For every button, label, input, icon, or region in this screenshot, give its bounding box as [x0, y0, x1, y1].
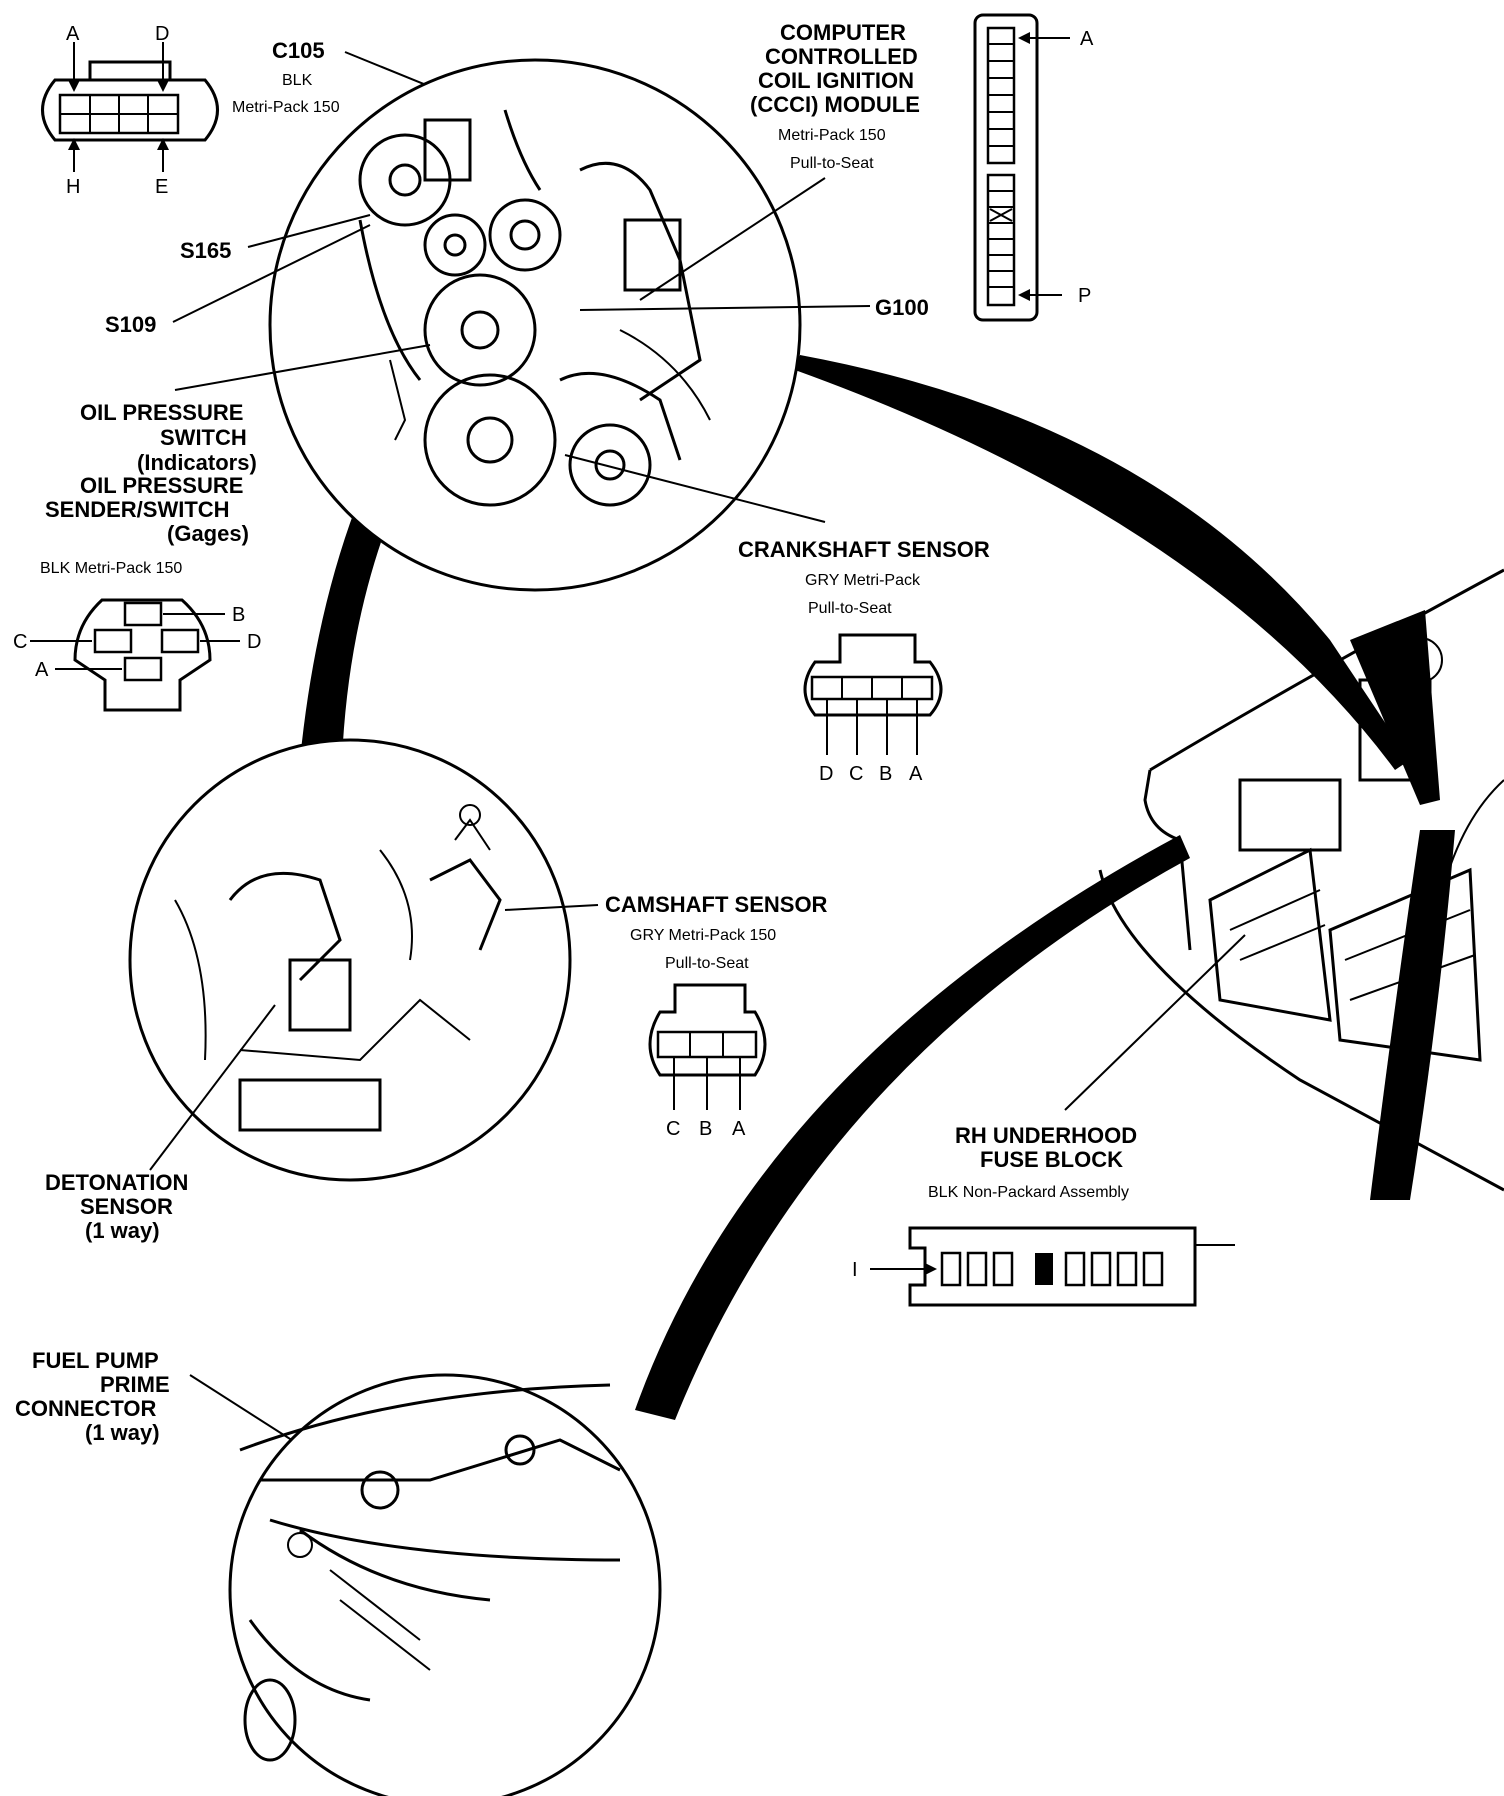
fuel-line-1: FUEL PUMP	[32, 1348, 159, 1373]
g100-label: G100	[875, 295, 929, 320]
ccci-title-1: COMPUTER	[780, 20, 906, 45]
cam-seat: Pull-to-Seat	[665, 955, 749, 972]
detonation-line-3: (1 way)	[85, 1218, 160, 1243]
ccci-title-2: CONTROLLED	[765, 44, 918, 69]
ccci-title-3: COIL IGNITION	[758, 68, 914, 93]
fuel-pump-label: FUEL PUMP PRIME CONNECTOR (1 way)	[15, 1348, 371, 1491]
crank-pin-b: B	[879, 763, 892, 785]
oil-pin-d: D	[247, 631, 261, 653]
c105-pin-d: D	[155, 23, 169, 45]
oil-line-2: SWITCH	[160, 425, 247, 450]
c105-pin-h: H	[66, 176, 80, 198]
c105-type: Metri-Pack 150	[232, 99, 340, 116]
s165-label: S165	[180, 238, 231, 263]
ccci-title-4: (CCCI) MODULE	[750, 92, 920, 117]
oil-line-6: (Gages)	[167, 521, 249, 546]
crank-pin-a: A	[909, 763, 923, 785]
ccci-pin-p: P	[1078, 285, 1091, 307]
oil-pin-a: A	[35, 659, 49, 681]
ccci-seat: Pull-to-Seat	[790, 155, 874, 172]
camshaft-sensor-label: CAMSHAFT SENSOR GRY Metri-Pack 150 Pull-…	[504, 892, 828, 972]
cam-pin-a: A	[732, 1118, 746, 1140]
fuse-type: BLK Non-Packard Assembly	[928, 1184, 1129, 1201]
cam-pin-c: C	[666, 1118, 680, 1140]
c105-color: BLK	[282, 72, 313, 89]
fuse-line-2: FUSE BLOCK	[980, 1147, 1123, 1172]
oil-line-3: (Indicators)	[137, 450, 257, 475]
crank-title: CRANKSHAFT SENSOR	[738, 537, 990, 562]
cam-pin-b: B	[699, 1118, 712, 1140]
c105-pin-a: A	[66, 23, 80, 45]
fuse-pin-i: I	[852, 1259, 858, 1281]
fuel-line-4: (1 way)	[85, 1420, 160, 1445]
oil-pin-b: B	[232, 604, 245, 626]
crank-type: GRY Metri-Pack	[805, 572, 921, 589]
detonation-line-1: DETONATION	[45, 1170, 188, 1195]
crankshaft-sensor-label: CRANKSHAFT SENSOR GRY Metri-Pack Pull-to…	[564, 454, 990, 617]
ccci-type: Metri-Pack 150	[778, 127, 886, 144]
engine-detail-circle	[268, 58, 802, 592]
camshaft-detail-circle	[128, 738, 572, 1182]
crank-seat: Pull-to-Seat	[808, 600, 892, 617]
oil-line-1: OIL PRESSURE	[80, 400, 243, 425]
crank-pin-d: D	[819, 763, 833, 785]
fuel-pump-detail-circle	[228, 1373, 662, 1796]
fuse-block-label: RH UNDERHOOD FUSE BLOCK BLK Non-Packard …	[928, 934, 1246, 1201]
oil-pressure-label: OIL PRESSURE SWITCH (Indicators) OIL PRE…	[40, 400, 257, 577]
oil-pin-c: C	[13, 631, 27, 653]
oil-type: BLK Metri-Pack 150	[40, 560, 182, 577]
c105-connector-face: A D H E	[41, 23, 219, 198]
s109-label: S109	[105, 312, 156, 337]
crank-pin-c: C	[849, 763, 863, 785]
oil-line-5: SENDER/SWITCH	[45, 497, 230, 522]
oil-line-4: OIL PRESSURE	[80, 473, 243, 498]
cam-type: GRY Metri-Pack 150	[630, 927, 776, 944]
c105-label: C105	[272, 38, 325, 63]
crankshaft-connector-face: D C B A	[803, 633, 943, 785]
fuel-line-2: PRIME	[100, 1372, 170, 1397]
detonation-line-2: SENSOR	[80, 1194, 173, 1219]
c105-pin-e: E	[155, 176, 168, 198]
fuse-line-1: RH UNDERHOOD	[955, 1123, 1137, 1148]
detonation-sensor-label: DETONATION SENSOR (1 way)	[45, 1004, 276, 1243]
fuse-block-face: I	[852, 1226, 1235, 1307]
ccci-connector-face: A P	[973, 13, 1094, 322]
ccci-module-label: COMPUTER CONTROLLED COIL IGNITION (CCCI)…	[639, 20, 920, 301]
oil-connector-face: B C D A	[13, 598, 261, 712]
vehicle-front-view	[1098, 568, 1504, 1192]
camshaft-connector-face: C B A	[648, 983, 767, 1140]
ccci-pin-a: A	[1080, 28, 1094, 50]
fuel-line-3: CONNECTOR	[15, 1396, 156, 1421]
cam-title: CAMSHAFT SENSOR	[605, 892, 828, 917]
